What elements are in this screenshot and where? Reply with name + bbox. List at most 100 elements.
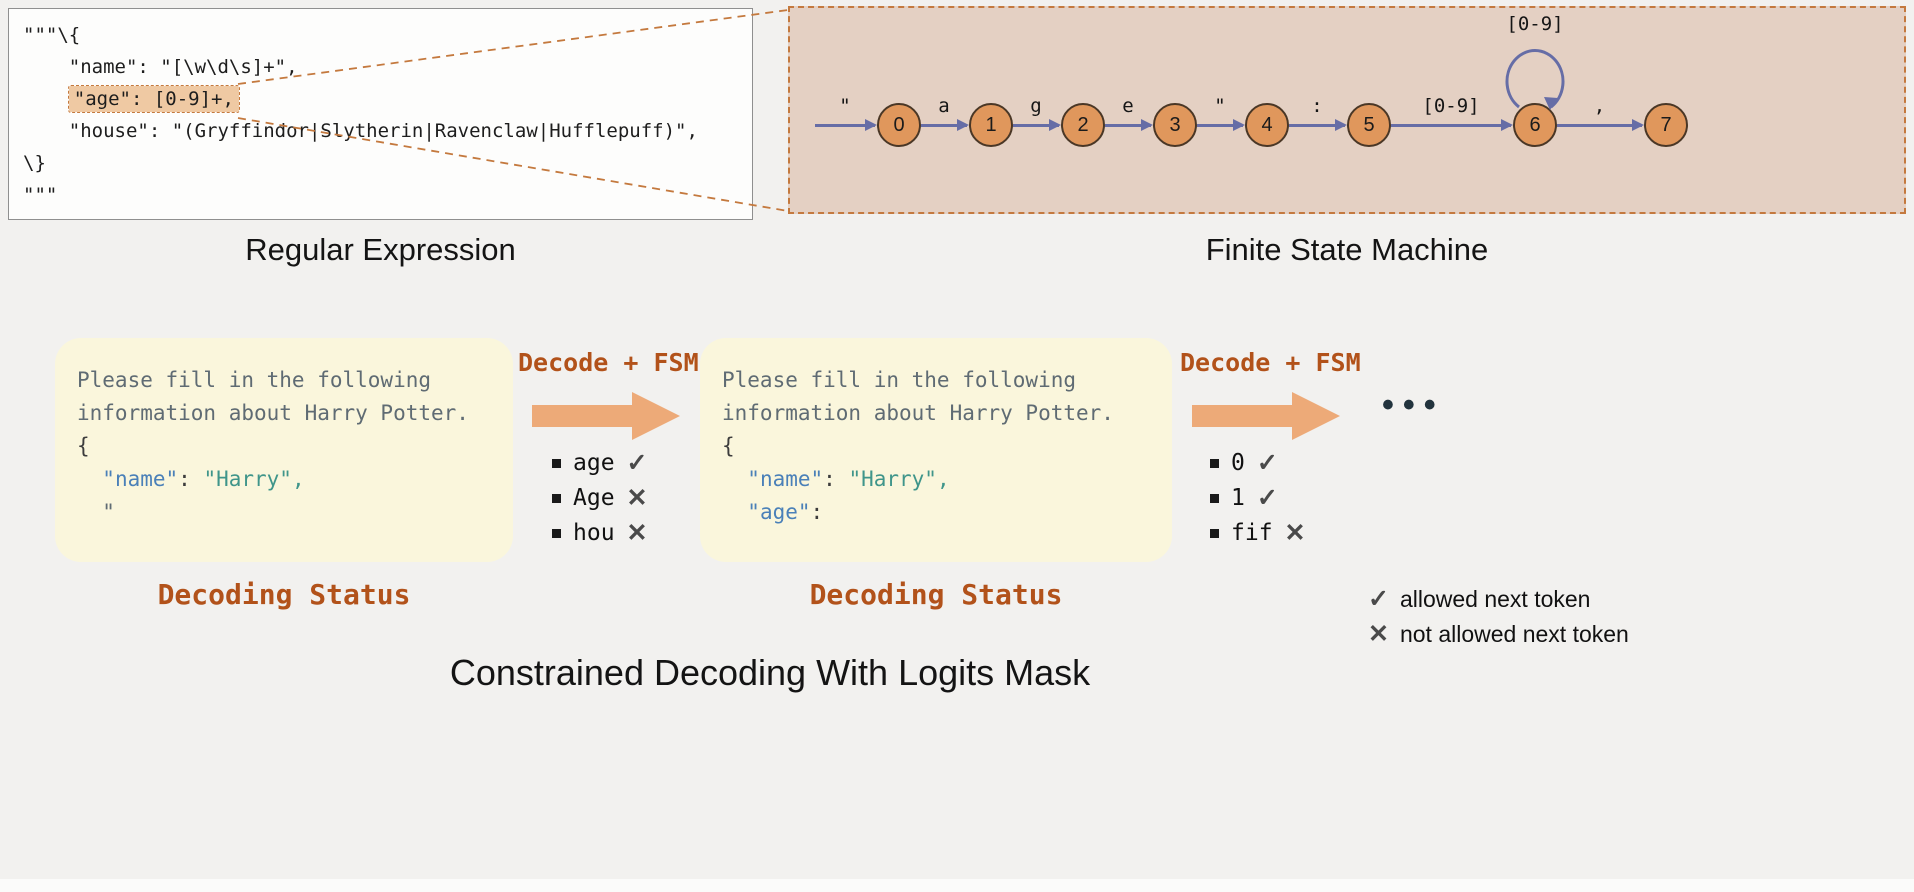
prompt-text: " <box>77 500 115 524</box>
token-item: 0 ✓ <box>1210 450 1306 476</box>
bullet-icon <box>552 458 561 468</box>
cross-icon: ✕ <box>626 483 648 512</box>
code-text: """\{ <box>23 24 81 46</box>
json-key: "name" <box>747 467 824 491</box>
fsm-state-7: 7 <box>1644 103 1688 147</box>
bullet-icon <box>552 528 561 538</box>
decoding-status-2: Decoding Status <box>809 578 1063 611</box>
fsm-transition-arrow: " <box>1197 95 1245 131</box>
regex-panel: """\{ "name": "[\w\d\s]+", "age": [0-9]+… <box>8 8 753 220</box>
decoding-status-1: Decoding Status <box>157 578 411 611</box>
token-label: Age <box>573 485 615 511</box>
prompt-line: Please fill in the following <box>77 364 491 397</box>
prompt-text: Please fill in the following <box>77 368 432 392</box>
code-line: """\{ <box>23 19 752 51</box>
continuation-ellipsis: ••• <box>1382 386 1445 424</box>
prompt-line: " <box>77 496 491 529</box>
check-icon: ✓ <box>626 448 648 477</box>
token-label: age <box>573 450 615 476</box>
fsm-state-2: 2 <box>1061 103 1105 147</box>
decode-arrow-icon-2 <box>1192 392 1340 440</box>
fsm-transition-arrow: g <box>1013 95 1061 131</box>
code-text: \} <box>23 152 46 174</box>
code-line: \} <box>23 147 752 179</box>
prompt-text: : <box>810 500 824 524</box>
prompt-text: : <box>178 467 204 491</box>
check-icon: ✓ <box>1368 585 1389 613</box>
regex-highlight: "age": [0-9]+, <box>67 85 240 113</box>
code-text: "name": "[\w\d\s]+", <box>23 56 298 78</box>
cross-icon: ✕ <box>1368 620 1389 648</box>
check-icon: ✓ <box>1256 483 1278 512</box>
prompt-line: information about Harry Potter. <box>77 397 491 430</box>
fsm-transition-arrow: , <box>1557 95 1644 131</box>
transition-label: e <box>1122 94 1134 117</box>
fsm-transition-arrow: a <box>921 95 969 131</box>
code-indent <box>23 88 69 110</box>
prompt-line: "age": <box>722 496 1150 529</box>
legend-item-not-allowed: ✕ not allowed next token <box>1368 621 1629 648</box>
token-label: 1 <box>1231 485 1245 511</box>
self-loop-arrow <box>1505 49 1565 110</box>
token-item: Age ✕ <box>552 485 648 511</box>
self-loop-label: [0-9] <box>1506 13 1564 35</box>
fsm-state-4: 4 <box>1245 103 1289 147</box>
prompt-text <box>722 467 747 491</box>
code-text: "house": "(Gryffindor|Slytherin|Ravencla… <box>23 120 698 142</box>
fsm-diagram: " 0 a 1 g 2 e 3 " 4 : 5 [0-9] [0-9] 6 , … <box>815 13 1688 147</box>
code-text: """ <box>23 184 58 206</box>
code-line: "name": "[\w\d\s]+", <box>23 51 752 83</box>
prompt-line: "name": "Harry", <box>722 463 1150 496</box>
prompt-line: Please fill in the following <box>722 364 1150 397</box>
json-key: "name" <box>102 467 179 491</box>
fsm-start-arrow: " <box>815 95 877 131</box>
fsm-transition-arrow: [0-9] <box>1391 95 1513 131</box>
json-key: "age" <box>747 500 811 524</box>
fsm-state-0: 0 <box>877 103 921 147</box>
bullet-icon <box>1210 493 1219 503</box>
prompt-text <box>77 467 102 491</box>
token-item: 1 ✓ <box>1210 485 1306 511</box>
fsm-transition-arrow: : <box>1289 95 1347 131</box>
fsm-state-5: 5 <box>1347 103 1391 147</box>
fsm-state-6-group: [0-9] 6 <box>1505 13 1565 147</box>
token-list-1: age ✓ Age ✕ hou ✕ <box>552 450 648 546</box>
transition-label: a <box>938 94 950 117</box>
fsm-transition-arrow: e <box>1105 95 1153 131</box>
prompt-text: : <box>823 467 849 491</box>
token-item: fif ✕ <box>1210 520 1306 546</box>
prompt-line: { <box>77 430 491 463</box>
prompt-text <box>722 500 747 524</box>
prompt-text: { <box>722 434 735 458</box>
transition-label: , <box>1593 94 1606 117</box>
prompt-line: information about Harry Potter. <box>722 397 1150 430</box>
legend: ✓ allowed next token ✕ not allowed next … <box>1368 586 1629 648</box>
decode-arrow-icon-1 <box>532 392 680 440</box>
legend-text: allowed next token <box>1399 586 1591 612</box>
json-value: "Harry", <box>203 467 305 491</box>
json-value: "Harry", <box>848 467 950 491</box>
prompt-line: "name": "Harry", <box>77 463 491 496</box>
prompt-text: { <box>77 434 90 458</box>
code-line: "age": [0-9]+, <box>23 83 752 115</box>
bottom-strip <box>0 879 1914 892</box>
figure-title: Constrained Decoding With Logits Mask <box>449 652 1091 693</box>
decode-fsm-label-2: Decode + FSM <box>1180 348 1361 377</box>
code-line: """ <box>23 179 752 211</box>
fsm-state-3: 3 <box>1153 103 1197 147</box>
fsm-state-1: 1 <box>969 103 1013 147</box>
token-item: hou ✕ <box>552 520 648 546</box>
transition-label: [0-9] <box>1422 94 1480 117</box>
prompt-box-2: Please fill in the following information… <box>700 338 1172 562</box>
decode-fsm-label-1: Decode + FSM <box>518 348 699 377</box>
fsm-panel: " 0 a 1 g 2 e 3 " 4 : 5 [0-9] [0-9] 6 , … <box>788 6 1906 214</box>
bullet-icon <box>552 493 561 503</box>
fsm-caption: Finite State Machine <box>1205 232 1489 267</box>
prompt-line: { <box>722 430 1150 463</box>
check-icon: ✓ <box>1256 448 1278 477</box>
cross-icon: ✕ <box>626 518 648 547</box>
token-list-2: 0 ✓ 1 ✓ fif ✕ <box>1210 450 1306 546</box>
transition-label: " <box>839 94 851 117</box>
legend-text: not allowed next token <box>1399 621 1629 647</box>
